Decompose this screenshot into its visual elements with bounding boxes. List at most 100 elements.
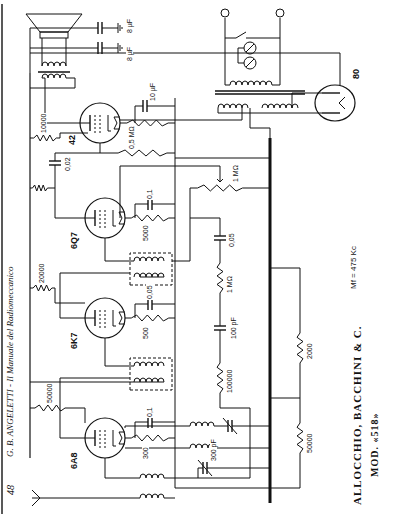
speaker-magnet (40, 32, 68, 38)
component-value: 10000 (40, 113, 47, 134)
tube-cathode (108, 115, 111, 131)
component-value: 0,05 (228, 232, 235, 248)
wire (246, 38, 280, 39)
wire (175, 488, 270, 489)
tube-cathode (113, 430, 116, 446)
b-plus-line (29, 73, 30, 458)
tube-plate (322, 92, 340, 93)
component-value: 20000 (38, 263, 45, 284)
component-value: 50000 (306, 433, 313, 454)
coil-winding (134, 378, 164, 382)
component-value: 100 pF (230, 316, 237, 340)
resistor-symbol (30, 285, 55, 291)
component-value: 0,1 (146, 188, 153, 200)
tube-grid (95, 113, 96, 133)
resistor-symbol (297, 328, 303, 368)
wire (50, 188, 55, 189)
wire (135, 422, 148, 438)
tube-grid (100, 208, 101, 228)
component-value: 1 MΩ (226, 275, 233, 294)
book-header: G. B. ANGELETTI - Il Manuale del Radiome… (6, 265, 15, 458)
tube-heater (119, 312, 125, 324)
capacitor-symbol (49, 164, 61, 165)
ground-symbol (120, 25, 121, 31)
component-value: 8 µF (126, 18, 133, 34)
component-value: 0,5 MΩ (128, 125, 135, 150)
wire (42, 38, 43, 66)
cathode-return (175, 98, 176, 488)
wire (207, 468, 270, 469)
tube-type: 6K7 (70, 331, 79, 350)
tube-type: 6A8 (70, 451, 79, 470)
if-transformer-can (130, 253, 172, 285)
resistor-symbol (217, 358, 223, 398)
wire (300, 368, 301, 418)
wire (125, 448, 190, 449)
mains-plug-pin (276, 9, 284, 17)
wire (270, 398, 300, 399)
if-transformer-can (130, 358, 172, 390)
wire (172, 188, 190, 261)
tube-plate (322, 112, 340, 113)
wire (135, 304, 148, 318)
wire (175, 158, 270, 159)
wire (214, 448, 270, 449)
wire (225, 18, 230, 85)
pilot-lamp-filament (246, 44, 254, 67)
wire (238, 48, 244, 63)
capacitor-symbol (214, 329, 226, 330)
wire (220, 240, 221, 258)
tube-type: 80 (352, 68, 361, 80)
wire (164, 468, 203, 478)
loudspeaker-cone (26, 14, 82, 32)
wire (102, 28, 118, 29)
component-value: 10 µF (149, 82, 156, 102)
wire (70, 408, 85, 423)
maker-title: ALLOCCHIO, BACCHINI & C. (352, 324, 363, 506)
wire (270, 488, 300, 489)
wire (198, 408, 250, 478)
wire (250, 108, 270, 138)
wire (232, 426, 270, 427)
component-value: 300 pF (210, 438, 217, 462)
tube-grid (105, 308, 106, 328)
tube-heater (339, 97, 345, 109)
coil-winding (134, 273, 164, 277)
wire (135, 204, 148, 218)
wire (105, 338, 134, 366)
coil-winding (42, 62, 66, 66)
ground-symbol (120, 45, 121, 51)
coil-winding (134, 362, 164, 366)
wire (300, 458, 301, 488)
wire (105, 238, 134, 261)
tube-heater (114, 117, 120, 129)
capacitor-symbol (97, 22, 98, 34)
tube-grid (100, 308, 101, 328)
coil-winding (140, 494, 164, 498)
tube-heater (119, 432, 125, 444)
page-edge (1, 4, 3, 514)
capacitor-symbol (214, 239, 226, 240)
wire (152, 422, 175, 423)
resistor-symbol (190, 185, 250, 191)
wire (60, 378, 130, 438)
mains-plug-pin (221, 9, 229, 17)
resistor-symbol (125, 435, 175, 441)
wire (140, 277, 164, 278)
resistor-symbol (30, 405, 70, 411)
tube-cathode (113, 310, 116, 326)
wire (220, 298, 221, 326)
model-number: MOD. «518» (370, 412, 380, 478)
potentiometer-wiper (217, 174, 223, 182)
wire (225, 38, 236, 39)
component-value: 0,05 (146, 284, 153, 300)
component-value: 50000 (46, 383, 53, 404)
if-frequency-note: Mf = 475 Kc (350, 245, 358, 290)
component-value: 1 MΩ (232, 164, 239, 183)
component-value: 0,1 (146, 406, 153, 418)
wire (164, 498, 175, 499)
component-value: 0,02 (64, 156, 71, 172)
ground-symbol (118, 23, 119, 33)
